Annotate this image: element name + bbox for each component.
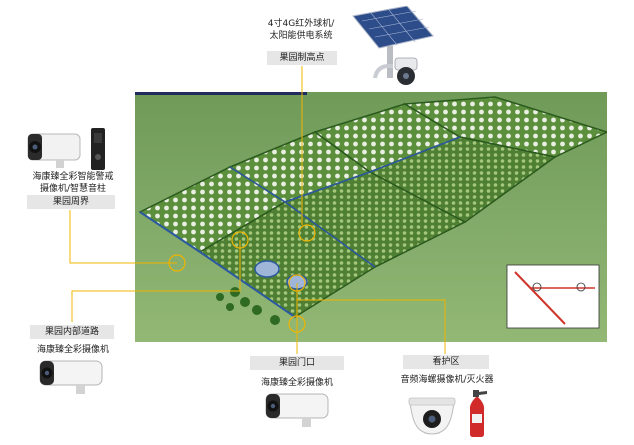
dome-camera-icon: [408, 397, 456, 435]
bullet-camera-icon: [265, 393, 329, 427]
fire-extinguisher-icon: [469, 390, 487, 437]
inset-location-map: [506, 264, 600, 329]
tag-guard-area: 看护区: [403, 355, 489, 369]
perimeter-caption-line2: 摄像机/智慧音柱: [39, 184, 107, 194]
internal-road-caption: 海康臻全彩摄像机: [36, 345, 109, 355]
solar-ptz-caption-line1: 4寸4G红外球机/: [267, 19, 335, 29]
gate-caption: 海康臻全彩摄像机: [260, 378, 333, 388]
tag-orchard-perimeter: 果园周界: [27, 195, 115, 209]
bullet-camera-icon: [39, 360, 103, 394]
perimeter-caption: 海康臻全彩智能警戒 摄像机/智慧音柱: [25, 171, 121, 195]
tag-orchard-internal-road: 果园内部道路: [30, 325, 114, 339]
smart-speaker-column-icon: [91, 128, 105, 170]
tag-orchard-gate: 果园门口: [250, 356, 344, 370]
tag-orchard-high-point: 果园制高点: [267, 51, 337, 65]
guard-area-caption: 音频海螺摄像机/灭火器: [400, 375, 494, 385]
perimeter-caption-line1: 海康臻全彩智能警戒: [32, 172, 114, 182]
solar-ptz-camera-icon: [352, 6, 434, 85]
bullet-camera-icon: [27, 133, 81, 168]
solar-ptz-caption-line2: 太阳能供电系统: [269, 31, 333, 41]
solar-ptz-caption: 4寸4G红外球机/ 太阳能供电系统: [262, 18, 340, 42]
orchard-aerial-render: [135, 92, 607, 342]
